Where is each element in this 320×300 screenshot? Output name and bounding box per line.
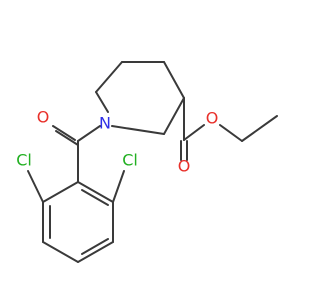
bond-c6-n1 <box>111 125 165 135</box>
bond-ccarbonyl-o-a <box>52 125 76 141</box>
bond-ar6-ar1 <box>77 181 114 203</box>
bond-ar6-cl-right <box>112 170 125 203</box>
molecule-structure: N O O O Cl Cl <box>16 61 278 263</box>
bond-ar4-ar5 <box>77 241 114 263</box>
bond-ccarbonyl-o-b <box>55 130 79 146</box>
atom-cl-right-label: Cl <box>122 151 138 170</box>
atom-cl-left-label: Cl <box>16 151 32 170</box>
atom-o-ester-single-label: O <box>206 109 219 128</box>
bond-n1-c2 <box>95 91 109 113</box>
bond-ar2-cl-left <box>27 170 44 203</box>
bond-ar3-ar4 <box>42 241 79 263</box>
bond-cester-oester <box>183 124 205 141</box>
bond-c5-c6 <box>163 97 185 135</box>
atom-o-carbonyl-label: O <box>37 108 50 127</box>
bond-ch2-ch3 <box>241 115 278 142</box>
bond-ar-inner-3 <box>81 189 109 206</box>
bond-n1-ccarbonyl <box>77 125 101 142</box>
bond-ar1-ar2 <box>42 181 79 203</box>
atom-o-ester-double-label: O <box>178 157 191 176</box>
bond-c4-c5 <box>163 61 185 99</box>
atom-n1-label: N <box>99 114 111 133</box>
bond-oester-ch2 <box>219 124 243 142</box>
bond-c2-c3 <box>95 61 123 93</box>
bond-ar-inner-2 <box>81 238 109 255</box>
